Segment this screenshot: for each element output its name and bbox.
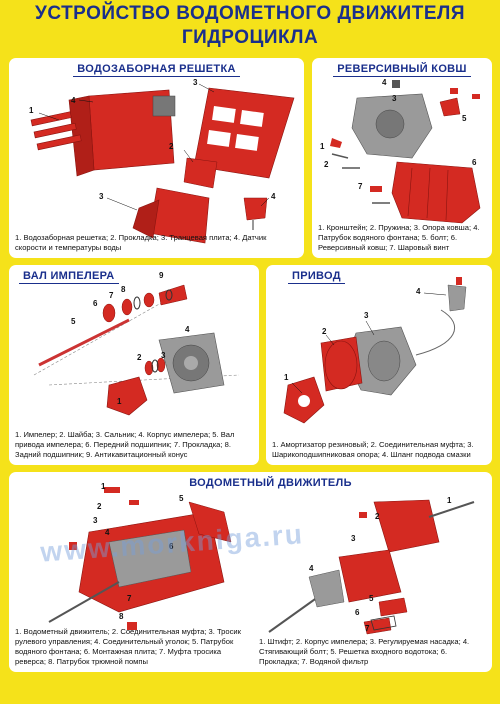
callout-right-1: 1 [447,496,452,505]
callout-7: 7 [358,182,363,191]
callout-1: 1 [29,106,34,115]
callout-5: 5 [462,114,467,123]
panel-title: ВАЛ ИМПЕЛЕРА [9,270,259,284]
panel-caption-left: 1. Водометный движитель; 2. Соединительн… [15,627,241,666]
callout-6: 6 [472,158,477,167]
callout-right-3: 3 [351,534,356,543]
panel-caption: 1. Кронштейн; 2. Пружина; 3. Опора ковша… [318,223,480,252]
callout-left-7: 7 [127,594,132,603]
callout-3: 3 [193,78,198,87]
panel-intake-grate: ВОДОЗАБОРНАЯ РЕШЕТКА [9,58,304,258]
page-title-line1: УСТРОЙСТВО ВОДОМЕТНОГО ДВИЖИТЕЛЯ [35,3,465,24]
panel-title: ВОДОМЕТНЫЙ ДВИЖИТЕЛЬ [189,477,352,489]
callout-3: 3 [392,94,397,103]
callout-1: 1 [284,373,289,382]
jet-drive-illustration [48,487,475,635]
panel-caption: 1. Водозаборная решетка; 2. Прокладка; 3… [15,233,267,252]
panel-caption-right: 1. Штифт; 2. Корпус импелера; 3. Регулир… [259,637,470,666]
callout-9: 9 [159,271,164,280]
panel-caption: 1. Амортизатор резиновый; 2. Соединитель… [272,440,474,459]
reverse-bucket-illustration [330,80,481,224]
callout-4: 4 [185,325,190,334]
callout-2: 2 [169,142,174,151]
panel-jet-drive: ВОДОМЕТНЫЙ ДВИЖИТЕЛЬ 1 2 3 4 5 6 7 [9,472,492,672]
callout-left-2: 2 [97,502,102,511]
callout-left-5: 5 [179,494,184,503]
callout-3b: 3 [99,192,104,201]
callout-left-8: 8 [119,612,124,621]
callout-right-2: 2 [375,512,380,521]
callout-2: 2 [322,327,327,336]
impeller-shaft-illustration [33,284,240,416]
callout-8: 8 [121,285,126,294]
panel-reverse-bucket: РЕВЕРСИВНЫЙ КОВШ 1 2 3 4 5 6 7 1. Кроншт… [312,58,492,258]
callout-4b: 4 [271,192,276,201]
callout-7: 7 [109,291,114,300]
callout-2: 2 [324,160,329,169]
page-title-line2: ГИДРОЦИКЛА [181,27,319,48]
callout-right-6: 6 [355,608,360,617]
page-title: УСТРОЙСТВО ВОДОМЕТНОГО ДВИЖИТЕЛЯ ГИДРОЦИ… [0,2,500,50]
callout-right-4: 4 [309,564,314,573]
callout-left-6: 6 [169,542,174,551]
callout-6: 6 [93,299,98,308]
callout-left-1: 1 [101,482,106,491]
callout-5: 5 [71,317,76,326]
panel-impeller-shaft: ВАЛ ИМПЕЛЕРА 5 6 7 8 9 4 1 2 3 1. Импеле… [9,265,259,465]
panel-caption: 1. Импелер; 2. Шайба; 3. Сальник; 4. Кор… [15,430,235,459]
panel-title: РЕВЕРСИВНЫЙ КОВШ [312,63,492,77]
callout-left-4: 4 [105,528,110,537]
callout-2: 2 [137,353,142,362]
panel-title: ВОДОЗАБОРНАЯ РЕШЕТКА [9,63,304,77]
callout-1: 1 [320,142,325,151]
callout-4: 4 [71,96,76,105]
panel-title: ПРИВОД [266,270,492,284]
callout-3: 3 [364,311,369,320]
callout-4: 4 [382,78,387,87]
callout-right-7: 7 [365,624,370,633]
callout-left-3: 3 [93,516,98,525]
callout-4: 4 [416,287,421,296]
callout-3: 3 [161,351,166,360]
panel-drive: ПРИВОД 1 2 3 4 1. Амортизатор резиновый;… [266,265,492,465]
intake-grate-illustration [30,83,295,244]
callout-1: 1 [117,397,122,406]
drive-illustration [283,277,467,424]
callout-right-5: 5 [369,594,374,603]
